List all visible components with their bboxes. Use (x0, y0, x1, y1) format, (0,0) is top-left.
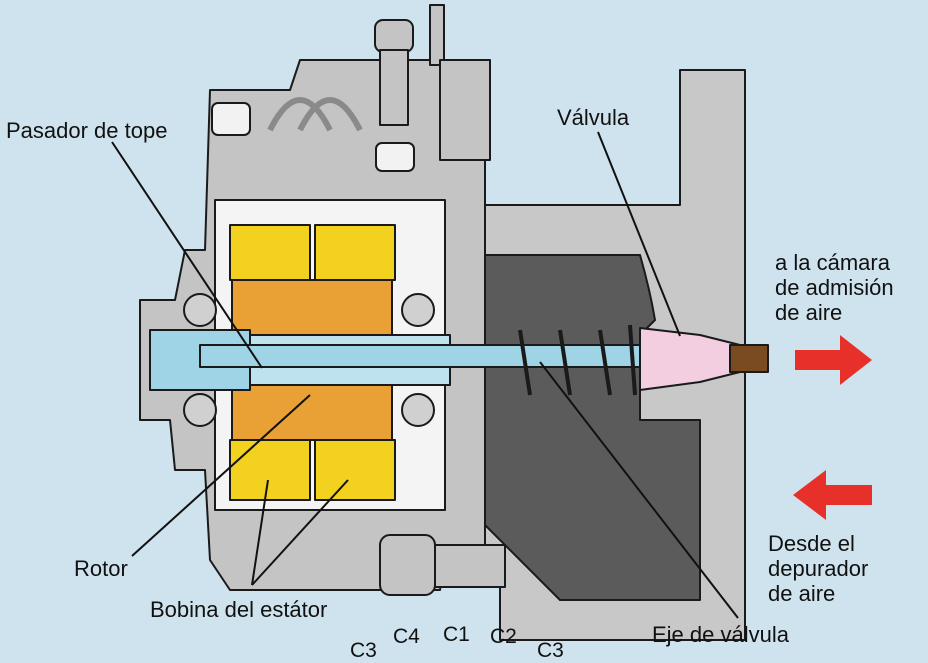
bearing (401, 293, 435, 327)
arrow-from-cleaner (793, 470, 872, 520)
mounting-bolt-head (379, 534, 436, 596)
bearing (183, 393, 217, 427)
from-cleaner-line-2: depurador (768, 556, 869, 581)
left-cap (211, 102, 251, 136)
leader-valve (597, 131, 681, 337)
stator-coil-label: Bobina del estátor (150, 597, 328, 622)
arrow-to-intake (795, 335, 872, 385)
terminal-label: C2 (490, 625, 517, 648)
terminal-loops (267, 97, 363, 132)
from-cleaner-line-3: de aire (768, 581, 836, 606)
stator-coil-lower-left (229, 439, 311, 501)
leader-shaft (539, 361, 739, 619)
terminal-label: C4 (393, 625, 420, 648)
right-cap (375, 142, 415, 172)
spring (518, 324, 637, 396)
connector-cap (374, 19, 414, 53)
leader-stop-pin (111, 141, 263, 369)
leader-coil-a (251, 479, 269, 586)
bearing (183, 293, 217, 327)
mounting-bolt-body (434, 544, 506, 588)
connector-stem (379, 49, 409, 126)
valve-shaft (199, 344, 641, 368)
terminal-label: C3 (537, 639, 564, 662)
rotor-label: Rotor (74, 556, 128, 581)
terminal-post (439, 59, 491, 161)
to-chamber-line-2: de admisión (775, 275, 894, 300)
valve-tip-thread (729, 344, 769, 373)
rotor-magnet-lower (231, 384, 393, 441)
stop-pin-label: Pasador de tope (6, 118, 168, 143)
top-terminal (429, 4, 445, 66)
stator-coil-lower-right (314, 439, 396, 501)
leader-rotor (131, 394, 311, 557)
terminal-label: C3 (350, 639, 377, 662)
valve-shaft-label: Eje de válvula (652, 622, 789, 647)
to-chamber-line-1: a la cámara (775, 250, 890, 275)
stator-coil-upper-right (314, 224, 396, 281)
valve-label: Válvula (557, 105, 630, 130)
from-cleaner-line-1: Desde el (768, 531, 855, 556)
terminal-label: C1 (443, 623, 470, 646)
stator-coil-upper-left (229, 224, 311, 281)
rotor-magnet-upper (231, 279, 393, 336)
leader-coil-b (251, 479, 349, 586)
bearing (401, 393, 435, 427)
to-chamber-line-3: de aire (775, 300, 843, 325)
